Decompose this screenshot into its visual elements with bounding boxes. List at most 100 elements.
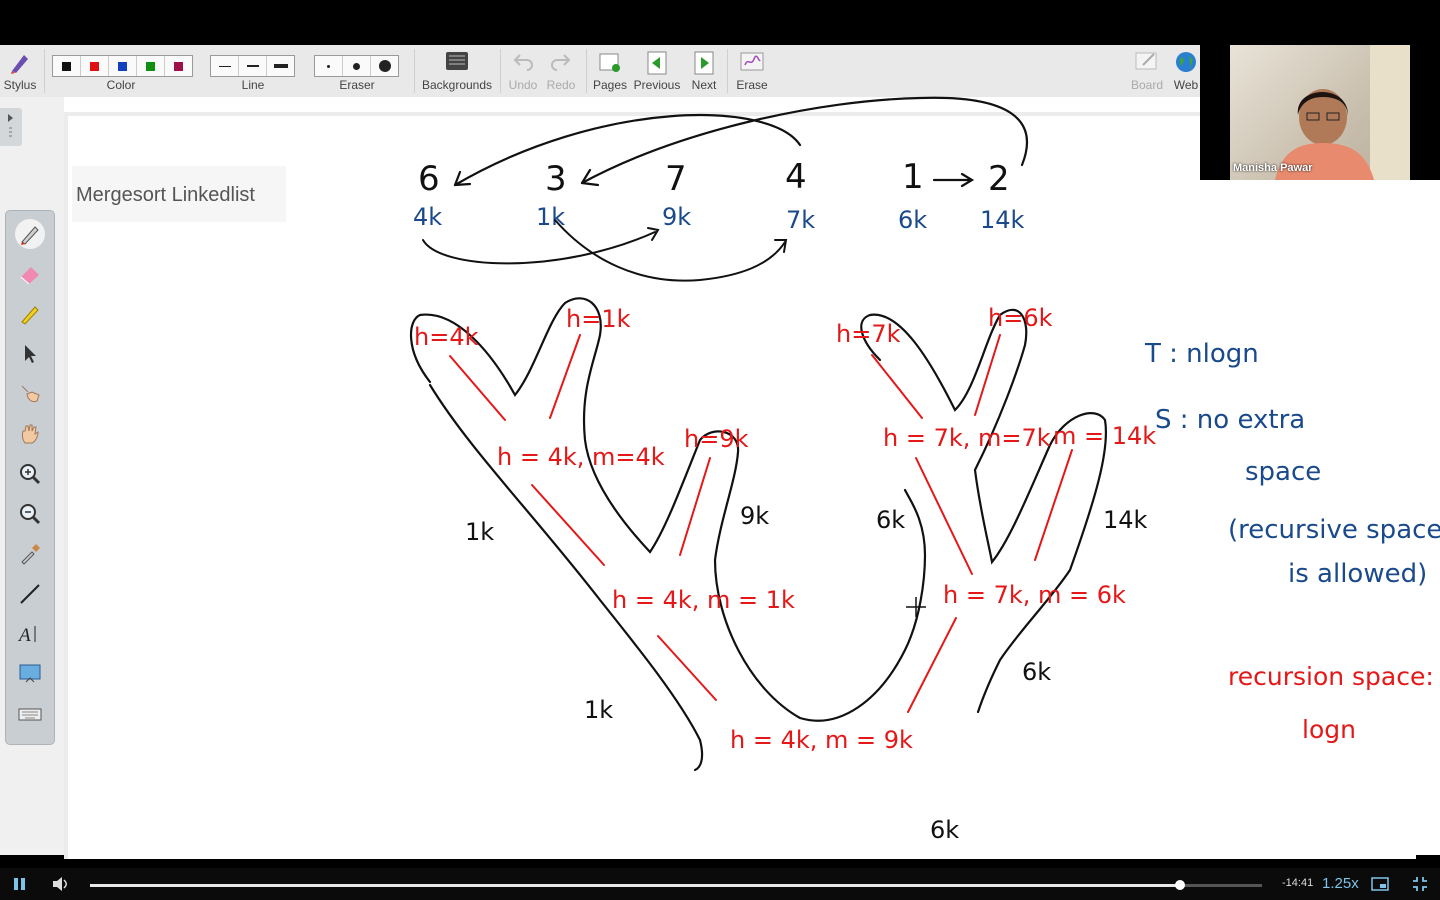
eraser-large-option[interactable] [371, 56, 398, 76]
tool-pan[interactable] [15, 419, 45, 449]
line-width-options [210, 55, 295, 77]
eraser-size-options [314, 55, 399, 77]
redo-button[interactable]: Redo [543, 45, 579, 97]
right-leaf-label: h=7k [836, 320, 901, 348]
stylus-button[interactable]: Stylus [0, 45, 40, 97]
color-black-swatch[interactable] [53, 56, 81, 76]
right-tree-note: 6k [930, 816, 959, 844]
tool-dropper[interactable] [15, 539, 45, 569]
toolbar-separator [500, 49, 501, 93]
seek-handle[interactable] [1174, 880, 1185, 890]
time-complexity: T : nlogn [1144, 339, 1259, 369]
node-address: 6k [898, 206, 927, 234]
arrow-head [580, 168, 600, 187]
node-address: 4k [413, 203, 442, 231]
link-arrow-6-to-7 [422, 227, 660, 265]
tool-line[interactable] [15, 579, 45, 609]
picture-in-picture-icon [1371, 877, 1389, 891]
eraser-medium-option[interactable] [343, 56, 371, 76]
erase-button[interactable]: Erase [732, 45, 772, 97]
screenshot-icon [19, 664, 41, 683]
whiteboard-page[interactable] [64, 112, 1416, 859]
color-red-swatch[interactable] [81, 56, 109, 76]
highlighter-icon [21, 306, 39, 325]
tool-pointer[interactable] [15, 379, 45, 409]
tool-screenshot[interactable] [15, 659, 45, 689]
red-stroke [657, 635, 717, 701]
left-root-label: h = 4k, m = 9k [730, 726, 913, 754]
tool-highlighter[interactable] [15, 299, 45, 329]
side-panel-toggle[interactable] [0, 108, 22, 146]
recursion-space-value: logn [1302, 715, 1356, 744]
whiteboard-toolbar: Stylus Color Line Eraser Backgrounds [0, 45, 1200, 98]
eraser-small-option[interactable] [315, 56, 343, 76]
red-stroke [907, 617, 957, 713]
tool-text[interactable]: A [15, 619, 45, 649]
seek-bar[interactable] [90, 880, 1262, 890]
video-player-controls: -14:41 1.25x [0, 868, 1440, 900]
volume-icon [53, 877, 62, 891]
list-value: 1 [902, 157, 924, 197]
next-page-icon [694, 51, 714, 75]
next-page-button[interactable]: Next [686, 45, 722, 97]
left-merge-label: h = 4k, m=4k [497, 443, 665, 471]
right-leaf-label: m = 14k [1053, 422, 1156, 450]
hand-icon [21, 424, 39, 444]
picture-in-picture-button[interactable] [1370, 874, 1390, 894]
list-value: 4 [785, 157, 807, 197]
tool-pen[interactable] [15, 219, 45, 249]
pages-button[interactable]: Pages [590, 45, 630, 97]
eraser-group: Eraser [314, 45, 400, 97]
board-button[interactable]: Board [1128, 45, 1166, 97]
backgrounds-button[interactable]: Backgrounds [420, 45, 494, 97]
line-group: Line [210, 45, 296, 97]
playback-rate-button[interactable]: 1.25x [1322, 875, 1359, 892]
left-tree-note: 1k [465, 518, 494, 546]
tool-eraser[interactable] [15, 259, 45, 289]
volume-wave [63, 879, 67, 889]
color-maroon-swatch[interactable] [165, 56, 192, 76]
eraser-icon [20, 267, 39, 285]
link-arrow-1-to-2 [932, 172, 975, 188]
svg-text:A: A [18, 625, 31, 646]
line-thick-option[interactable] [267, 56, 294, 76]
previous-page-button[interactable]: Previous [632, 45, 682, 97]
tool-zoom-in[interactable] [15, 459, 45, 489]
pause-button[interactable] [10, 874, 30, 894]
previous-page-icon [647, 51, 667, 75]
toolbar-separator [727, 49, 728, 93]
red-stroke [974, 334, 1001, 416]
link-arrow-2-to-3 [580, 96, 1028, 185]
left-recursion-tree-outline [410, 297, 927, 722]
tool-zoom-out[interactable] [15, 499, 45, 529]
recursive-space-note-cont: is allowed) [1288, 559, 1427, 589]
red-stroke [549, 334, 581, 419]
right-tree-note: 6k [1022, 658, 1051, 686]
pause-icon-bar [21, 878, 25, 890]
tool-select[interactable] [15, 339, 45, 369]
zoom-out-icon [20, 504, 41, 525]
left-tree-trunk [428, 383, 704, 772]
recursive-space-note: (recursive space [1228, 515, 1440, 545]
space-complexity: S : no extra [1155, 405, 1305, 435]
toolbar-separator [414, 49, 415, 93]
volume-button[interactable] [50, 874, 70, 894]
tool-keyboard[interactable] [15, 699, 45, 729]
color-green-swatch[interactable] [137, 56, 165, 76]
undo-button[interactable]: Undo [505, 45, 541, 97]
pointing-hand-icon [21, 385, 40, 403]
red-stroke [871, 354, 923, 419]
line-medium-option[interactable] [239, 56, 267, 76]
webcam-overlay: Manisha Pawar [1200, 45, 1440, 180]
text-tool-icon: A [18, 625, 36, 646]
color-blue-swatch[interactable] [109, 56, 137, 76]
red-stroke [679, 457, 711, 556]
right-recursion-tree-outline [860, 308, 1108, 714]
left-leaf-label: h=4k [414, 323, 479, 351]
right-leaf-label: h=6k [988, 304, 1053, 332]
line-thin-option[interactable] [211, 56, 239, 76]
exit-fullscreen-button[interactable] [1410, 874, 1430, 894]
eyedropper-icon [21, 544, 40, 565]
redo-icon [551, 54, 571, 71]
web-button[interactable]: Web [1170, 45, 1202, 97]
